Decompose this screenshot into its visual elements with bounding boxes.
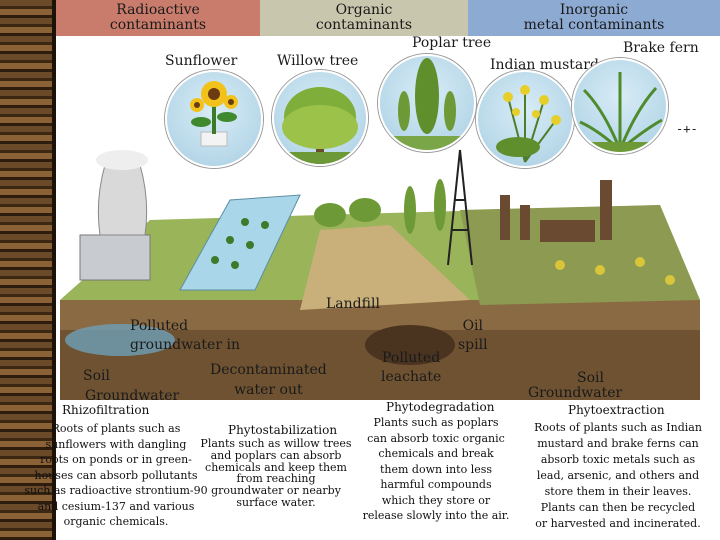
caption-phytoextraction-text: Roots of plants such as Indian mustard a… bbox=[534, 421, 702, 530]
factory bbox=[500, 180, 612, 242]
caption-rhizofiltration-title: Rhizofiltration bbox=[62, 403, 150, 417]
cooling-tower bbox=[97, 164, 148, 236]
label-groundwater-right: Groundwater bbox=[528, 385, 623, 401]
band-organic-label: Organic contaminants bbox=[315, 2, 413, 33]
caption-rhizofiltration-text: Roots of plants such as sunflowers with … bbox=[24, 422, 208, 528]
caption-phytostabilization-text: Plants such as willow trees and poplars … bbox=[200, 437, 352, 509]
label-groundwater-left: Groundwater bbox=[85, 388, 180, 404]
willow-circle bbox=[272, 70, 368, 166]
greenhouse bbox=[179, 194, 301, 291]
caption-phytodegradation-title: Phytodegradation bbox=[386, 400, 495, 414]
dash-marker: -+- bbox=[676, 122, 698, 136]
band-radioactive-label: Radioactive contaminants bbox=[109, 2, 207, 33]
caption-phytoextraction-title: Phytoextraction bbox=[568, 403, 665, 417]
border-edge bbox=[52, 0, 56, 540]
sunflower-icon bbox=[190, 81, 238, 147]
label-fern: Brake fern bbox=[623, 40, 699, 56]
band-organic: Organic contaminants bbox=[260, 0, 468, 36]
poplar-tree-icon bbox=[380, 58, 474, 150]
label-oil-spill: Oil spill bbox=[458, 318, 488, 353]
band-radioactive: Radioactive contaminants bbox=[56, 0, 260, 36]
oil-derrick bbox=[447, 149, 473, 266]
caption-phytodegradation-text: Plants such as poplars can absorb toxic … bbox=[362, 416, 510, 522]
label-soil-right: Soil bbox=[577, 370, 604, 386]
landfill-area bbox=[300, 225, 470, 310]
fern-circle bbox=[572, 58, 668, 154]
label-sunflower: Sunflower bbox=[165, 53, 238, 69]
mustard-circle bbox=[476, 70, 574, 168]
label-polluted-groundwater: Polluted groundwater in bbox=[130, 318, 240, 353]
label-decontaminated: Decontaminated water out bbox=[210, 362, 327, 398]
label-polluted-leachate: Polluted leachate bbox=[381, 350, 442, 385]
sunflower-circle bbox=[165, 70, 263, 168]
caption-phytostabilization-title: Phytostabilization bbox=[228, 423, 338, 437]
label-willow: Willow tree bbox=[277, 53, 359, 69]
label-mustard: Indian mustard bbox=[490, 57, 599, 73]
mustard-plant-icon bbox=[496, 85, 561, 163]
leachate-pool bbox=[365, 325, 455, 365]
label-soil-left: Soil bbox=[83, 368, 110, 384]
band-inorganic-label: Inorganic metal contaminants bbox=[523, 2, 665, 33]
band-inorganic: Inorganic metal contaminants bbox=[468, 0, 720, 36]
label-poplar: Poplar tree bbox=[412, 35, 492, 51]
label-landfill: Landfill bbox=[326, 296, 380, 312]
poplar-circle bbox=[378, 54, 476, 152]
power-plant bbox=[79, 234, 151, 281]
fern-icon bbox=[574, 72, 666, 152]
wood-border bbox=[0, 0, 52, 540]
